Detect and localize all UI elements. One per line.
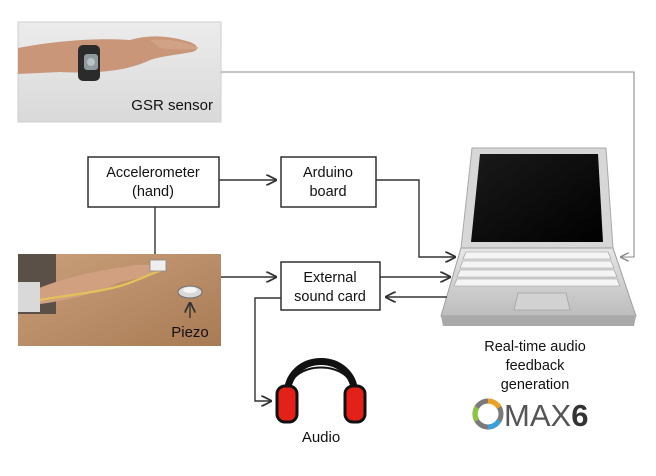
headphones-icon: Audio (275, 358, 367, 446)
laptop-keyboard (453, 251, 621, 287)
laptop-caption-line2: feedback (506, 358, 566, 374)
connector-gsr-laptop (221, 71, 635, 257)
piezo-caption: Piezo (171, 324, 209, 341)
soundcard-label-line2: sound card (294, 289, 366, 305)
laptop-screen (471, 154, 603, 242)
laptop-caption-line3: generation (501, 377, 570, 393)
connector-arduino-laptop (376, 179, 455, 257)
accelerometer-label-line1: Accelerometer (106, 165, 200, 181)
audio-caption: Audio (302, 429, 340, 446)
hand-shape (30, 264, 163, 304)
max-logo-icon (472, 398, 504, 430)
piezo-photo: Piezo (18, 254, 221, 346)
block-accelerometer: Accelerometer (hand) (87, 156, 220, 208)
gsr-caption: GSR sensor (131, 97, 213, 114)
laptop-trackpad (513, 292, 571, 311)
connector-soundcard-headphones (254, 297, 281, 401)
soundcard-label-line1: External (303, 270, 356, 286)
accelerometer-label-line2: (hand) (132, 184, 174, 200)
arduino-label-line1: Arduino (303, 165, 353, 181)
block-arduino: Arduino board (280, 156, 377, 208)
arduino-label-line2: board (309, 184, 346, 200)
max-logo-text: MAX6 (504, 398, 588, 433)
block-external-sound-card: External sound card (280, 261, 381, 311)
max6-logo: MAX6 (472, 398, 588, 433)
gsr-sensor-photo: GSR sensor (17, 21, 222, 123)
laptop-illustration: Real-time audio feedback generation (440, 147, 637, 393)
laptop-caption-line1: Real-time audio (484, 339, 586, 355)
arm-shape (18, 36, 198, 74)
